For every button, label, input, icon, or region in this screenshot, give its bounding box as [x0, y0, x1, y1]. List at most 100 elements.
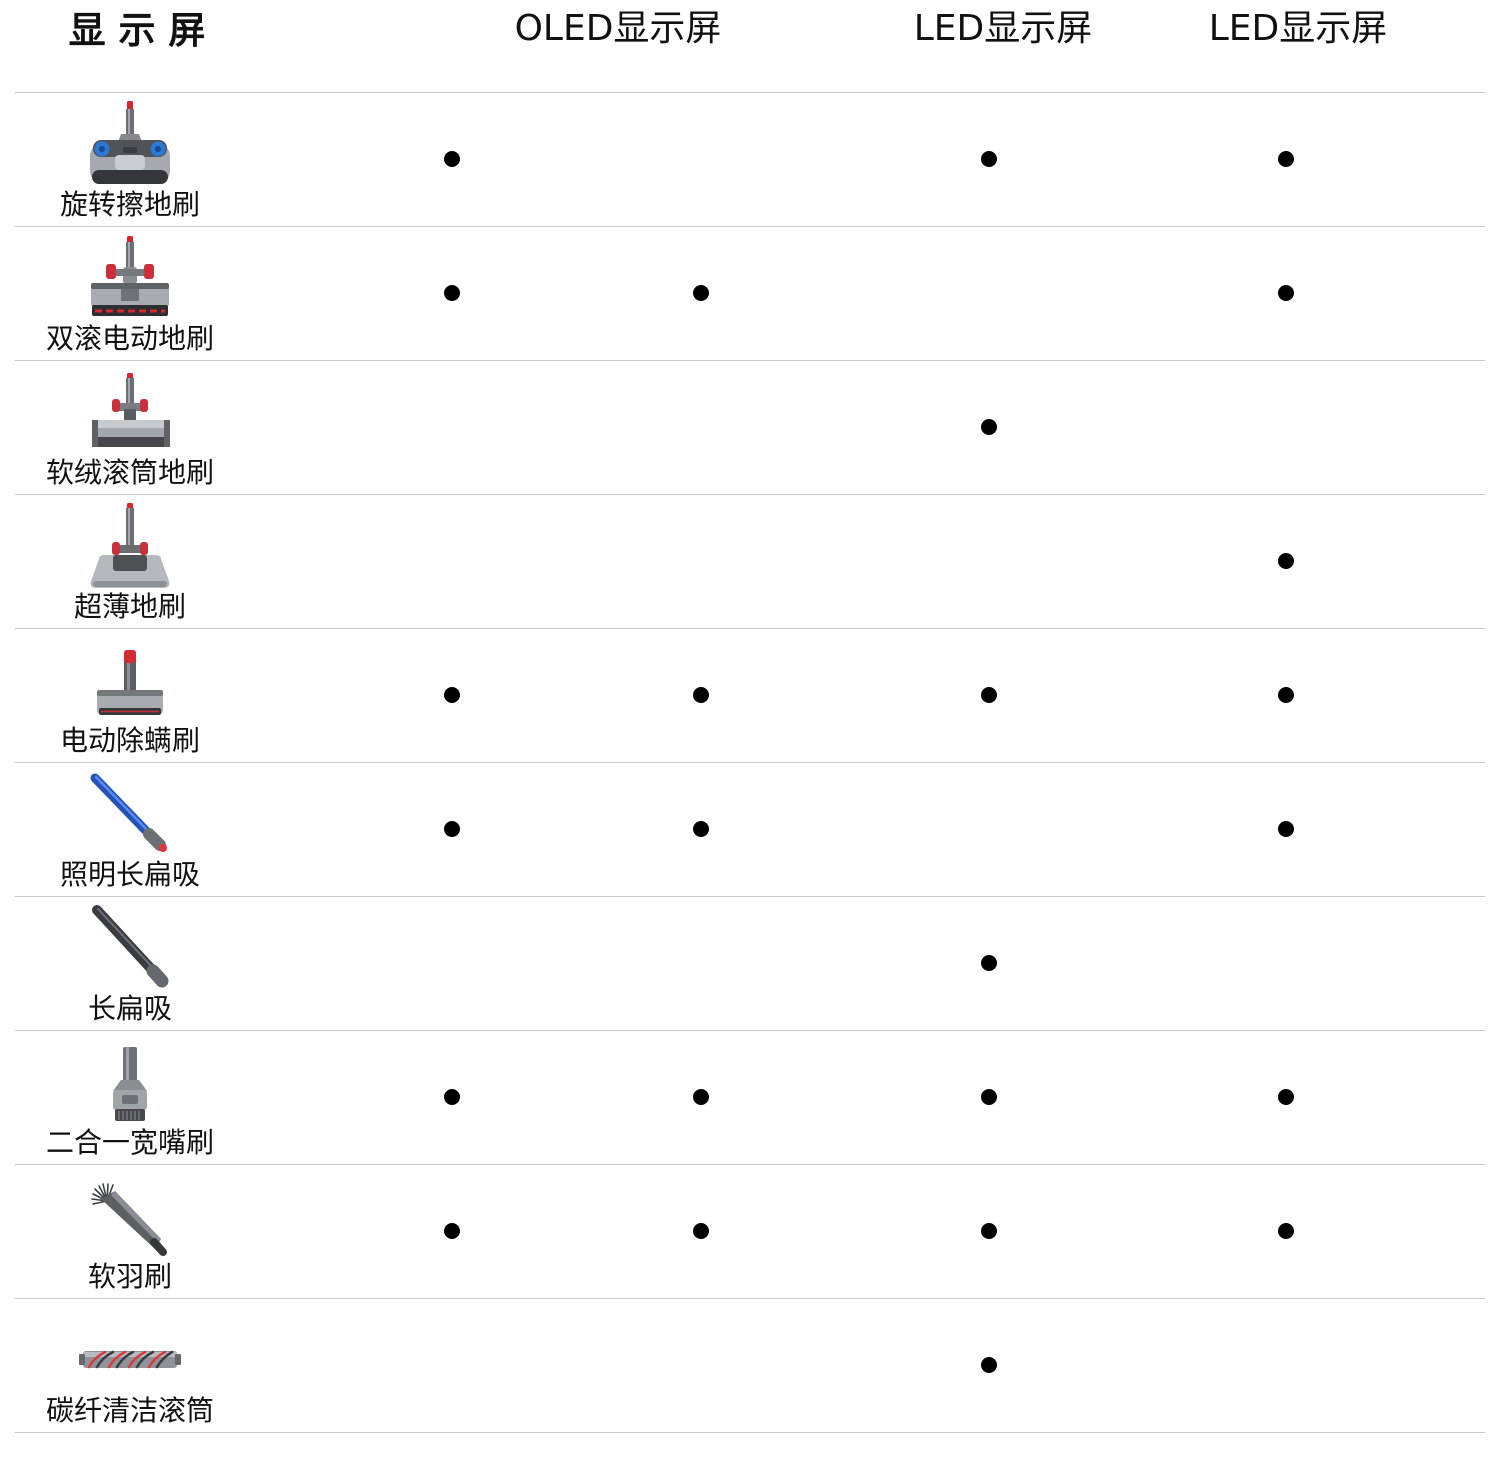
accessory-name: 长扁吸 [87, 992, 172, 1025]
mark-cell [651, 629, 751, 762]
supported-dot [693, 1223, 709, 1239]
mark-cell [1236, 1031, 1336, 1164]
table-row: 二合一宽嘴刷 [15, 1031, 1485, 1165]
mark-cell [402, 227, 502, 360]
supported-dot [1278, 687, 1294, 703]
supported-dot [1278, 1223, 1294, 1239]
supported-dot [444, 687, 460, 703]
crevice-tool-icon [75, 901, 185, 991]
table-row: 超薄地刷 [15, 495, 1485, 629]
supported-dot [444, 285, 460, 301]
mark-cell [651, 495, 751, 628]
mark-cell [402, 763, 502, 896]
mark-cell [1236, 763, 1336, 896]
light-pipe-crevice-tool-icon [75, 767, 185, 857]
mark-cell [651, 361, 751, 494]
mark-cell [651, 227, 751, 360]
comparison-table: 旋转擦地刷双滚电动地刷软绒滚筒地刷超薄地刷电动除螨刷照明长扁吸长扁吸二合一宽嘴刷… [15, 92, 1485, 1433]
mark-cell [939, 361, 1039, 494]
supported-dot [444, 821, 460, 837]
mark-cell [939, 629, 1039, 762]
mark-cell [651, 1299, 751, 1432]
mini-motorized-tool-icon [75, 633, 185, 723]
mark-cell [402, 1031, 502, 1164]
accessory-name: 超薄地刷 [73, 590, 186, 623]
table-row: 软绒滚筒地刷 [15, 361, 1485, 495]
accessory-name: 软绒滚筒地刷 [45, 456, 214, 489]
carbon-fiber-roller-icon [75, 1303, 185, 1393]
row-header: 显 示 屏 [68, 9, 206, 52]
mark-cell [1236, 495, 1336, 628]
mark-cell [939, 1165, 1039, 1298]
combination-tool-icon [75, 1035, 185, 1125]
supported-dot [1278, 285, 1294, 301]
mark-cell [651, 763, 751, 896]
supported-dot [981, 1089, 997, 1105]
mark-cell [939, 1299, 1039, 1432]
supported-dot [981, 1223, 997, 1239]
accessory-name: 照明长扁吸 [59, 858, 200, 891]
mark-cell [939, 227, 1039, 360]
column-header-led: LED显示屏 [913, 8, 1093, 49]
table-row: 软羽刷 [15, 1165, 1485, 1299]
table-row: 长扁吸 [15, 897, 1485, 1031]
table-row: 旋转擦地刷 [15, 93, 1485, 227]
supported-dot [981, 151, 997, 167]
mark-cell [1236, 227, 1336, 360]
mark-cell [402, 495, 502, 628]
mark-cell [402, 361, 502, 494]
accessory-name: 二合一宽嘴刷 [45, 1126, 214, 1159]
table-row: 照明长扁吸 [15, 763, 1485, 897]
supported-dot [693, 821, 709, 837]
supported-dot [981, 955, 997, 971]
mark-cell [939, 93, 1039, 226]
table-row: 双滚电动地刷 [15, 227, 1485, 361]
supported-dot [693, 687, 709, 703]
mark-cell [651, 897, 751, 1030]
column-header-led: LED显示屏 [1208, 8, 1388, 49]
table-row: 碳纤清洁滚筒 [15, 1299, 1485, 1433]
column-header-oled: OLED显示屏 [514, 8, 722, 49]
supported-dot [444, 151, 460, 167]
soft-dusting-brush-icon [75, 1169, 185, 1259]
supported-dot [981, 419, 997, 435]
rotating-mop-head-icon [75, 97, 185, 187]
mark-cell [1236, 361, 1336, 494]
table-row: 电动除螨刷 [15, 629, 1485, 763]
mark-cell [1236, 1165, 1336, 1298]
supported-dot [444, 1089, 460, 1105]
mark-cell [939, 763, 1039, 896]
soft-roller-head-icon [75, 365, 185, 455]
table-header: 显 示 屏 OLED显示屏 LED显示屏 LED显示屏 [0, 0, 1500, 92]
supported-dot [981, 687, 997, 703]
accessory-name: 软羽刷 [87, 1260, 172, 1293]
slim-floor-head-icon [75, 499, 185, 589]
mark-cell [402, 1299, 502, 1432]
mark-cell [402, 897, 502, 1030]
accessory-name: 电动除螨刷 [59, 724, 200, 757]
mark-cell [651, 1165, 751, 1298]
mark-cell [1236, 629, 1336, 762]
mark-cell [939, 897, 1039, 1030]
dual-roller-motorized-head-icon [75, 231, 185, 321]
mark-cell [402, 93, 502, 226]
mark-cell [939, 1031, 1039, 1164]
supported-dot [1278, 821, 1294, 837]
mark-cell [1236, 1299, 1336, 1432]
supported-dot [1278, 1089, 1294, 1105]
supported-dot [693, 285, 709, 301]
mark-cell [402, 629, 502, 762]
mark-cell [651, 93, 751, 226]
mark-cell [1236, 897, 1336, 1030]
mark-cell [939, 495, 1039, 628]
supported-dot [1278, 151, 1294, 167]
supported-dot [444, 1223, 460, 1239]
supported-dot [981, 1357, 997, 1373]
mark-cell [651, 1031, 751, 1164]
accessory-name: 双滚电动地刷 [45, 322, 214, 355]
accessory-name: 旋转擦地刷 [59, 188, 200, 221]
supported-dot [693, 1089, 709, 1105]
mark-cell [1236, 93, 1336, 226]
mark-cell [402, 1165, 502, 1298]
